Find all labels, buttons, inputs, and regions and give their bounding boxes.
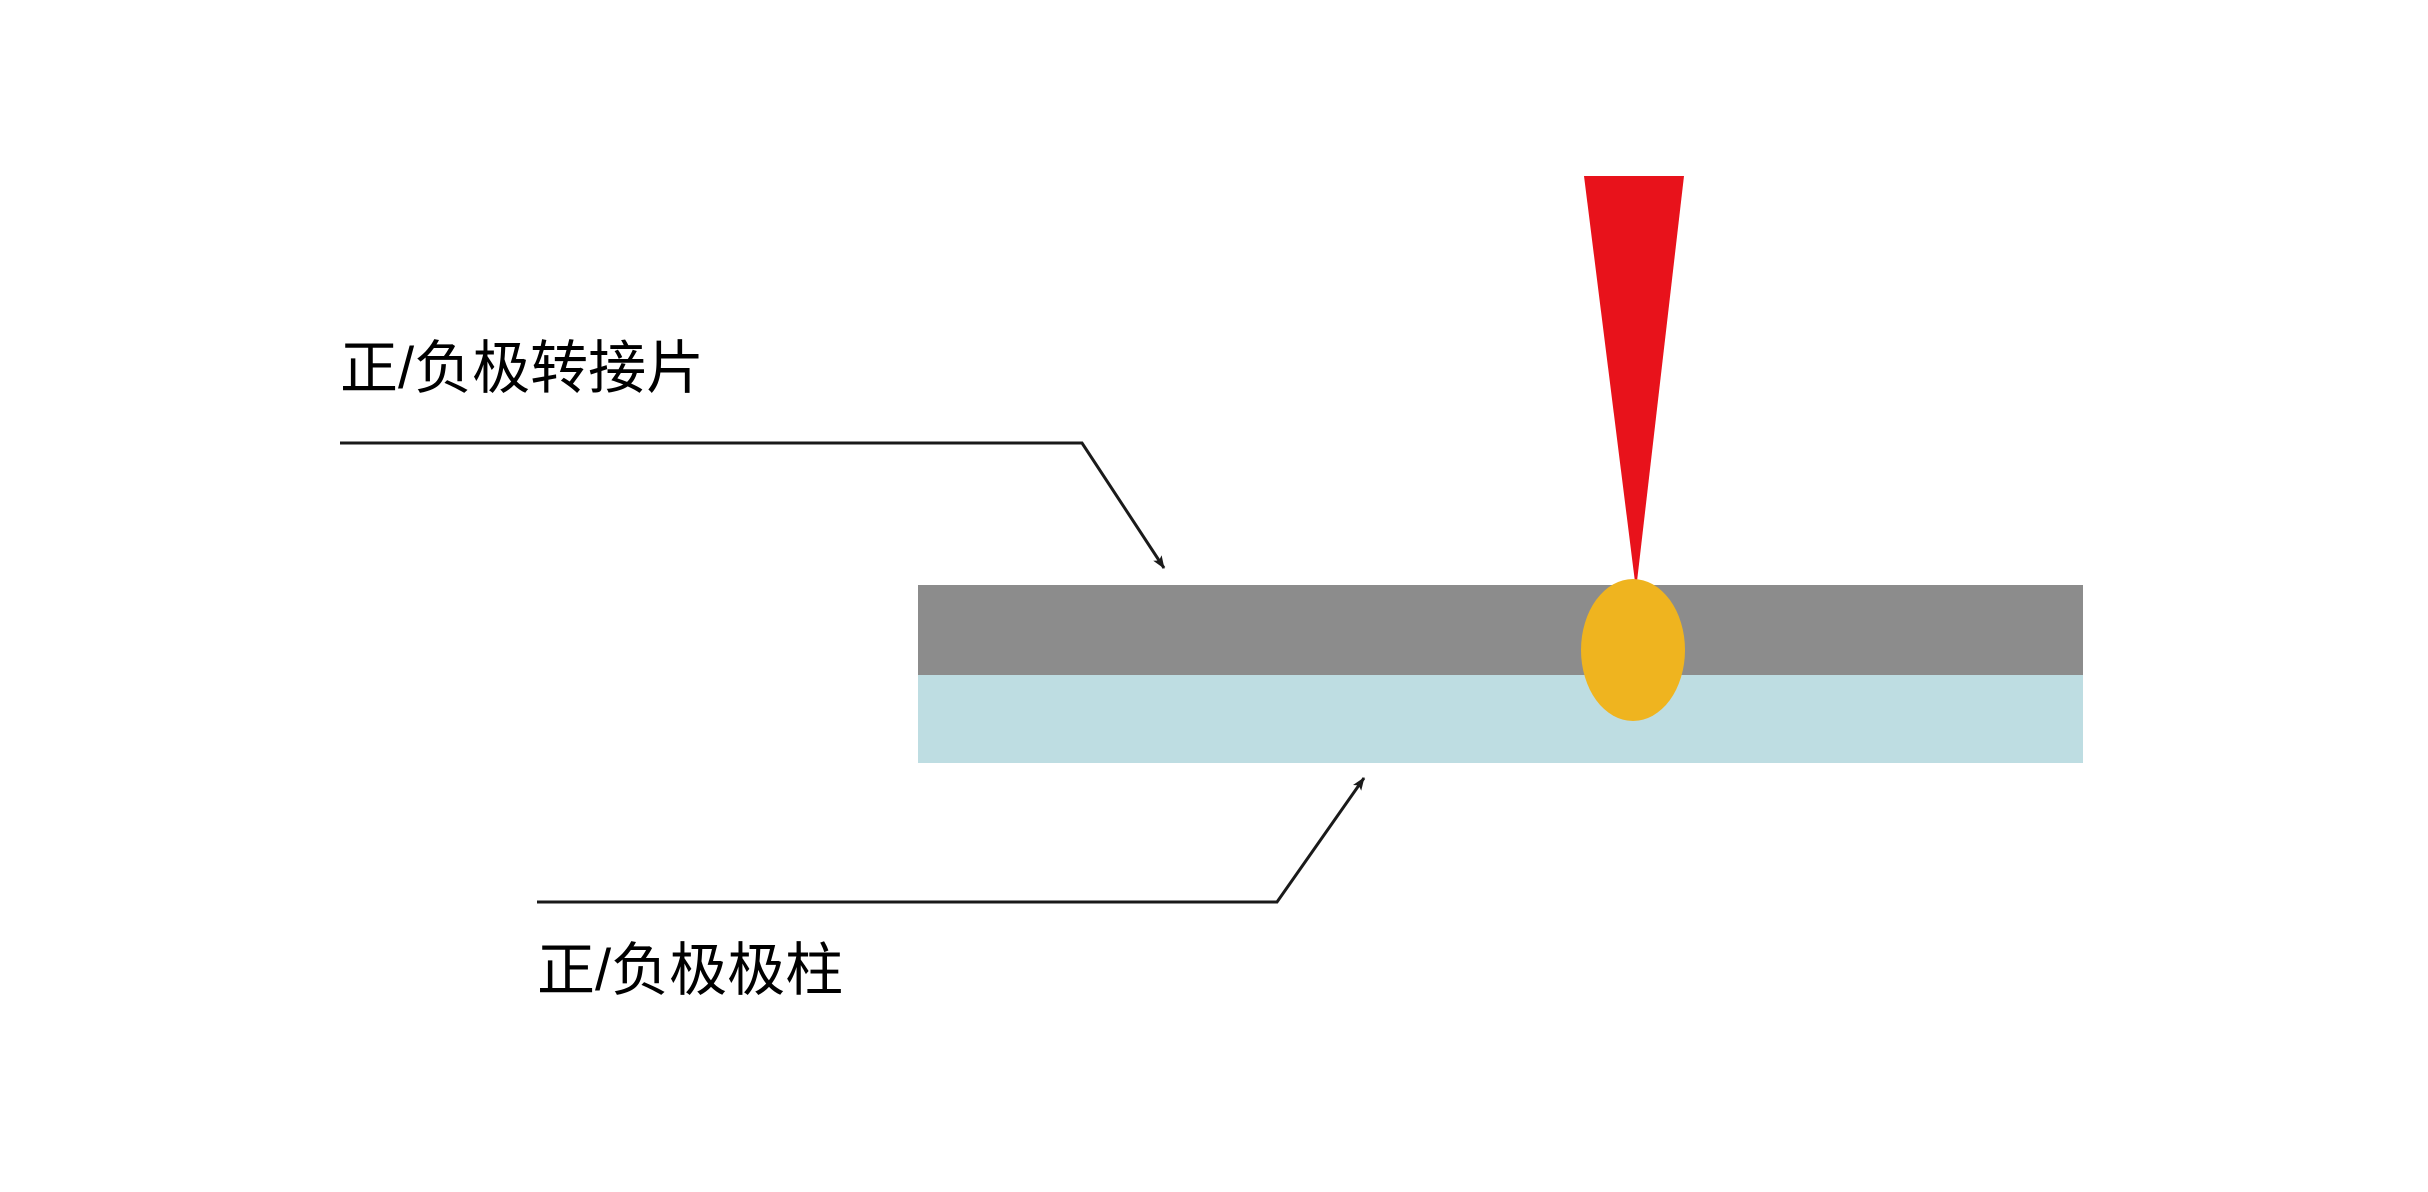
laser-beam-icon xyxy=(1584,176,1684,590)
pole-label: 正/负极极柱 xyxy=(537,938,843,1003)
weld-spot xyxy=(1581,579,1685,721)
adapter-tab-label: 正/负极转接片 xyxy=(340,336,704,401)
leader-line-adapter-tab xyxy=(340,441,1166,569)
pole-bar xyxy=(918,675,2083,763)
adapter-tab-bar xyxy=(918,585,2083,675)
leader-line-pole xyxy=(537,777,1366,904)
